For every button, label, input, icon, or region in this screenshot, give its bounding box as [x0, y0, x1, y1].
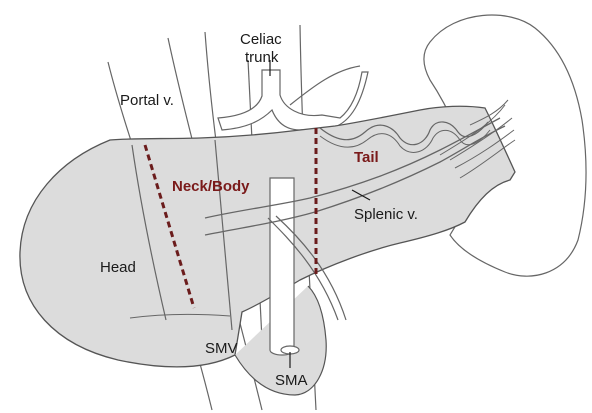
- celiac-trunk-vessel: [218, 70, 368, 130]
- splenic-vein-label: Splenic v.: [354, 206, 418, 223]
- sma-label: SMA: [275, 372, 308, 389]
- celiac-trunk-label-line1: Celiac: [240, 31, 282, 48]
- smv-label: SMV: [205, 340, 238, 357]
- portal-vein-label: Portal v.: [120, 92, 174, 109]
- head-label: Head: [100, 259, 136, 276]
- celiac-trunk-label-line2: trunk: [245, 49, 279, 66]
- tail-label: Tail: [354, 149, 379, 166]
- neck-body-label: Neck/Body: [172, 178, 250, 195]
